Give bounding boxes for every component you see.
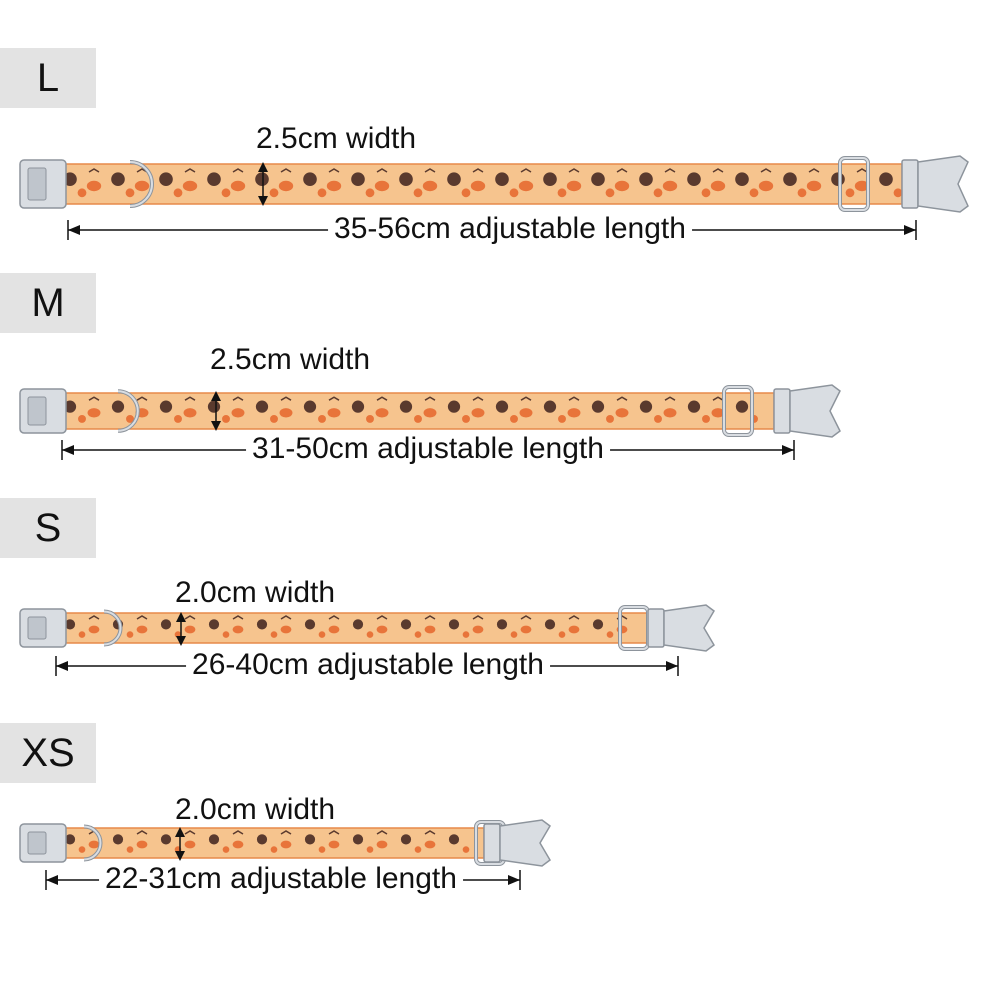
length-label-l: 35-56cm adjustable length	[328, 212, 692, 246]
collar-l	[19, 155, 969, 213]
width-label-s: 2.0cm width	[175, 576, 336, 609]
size-label-l: L	[0, 48, 96, 108]
length-dimension-s	[55, 612, 679, 676]
length-label-s: 26-40cm adjustable length	[186, 648, 550, 682]
length-label-m: 31-50cm adjustable length	[246, 432, 610, 466]
collar-s	[19, 604, 715, 652]
size-label-xs: XS	[0, 723, 96, 783]
size-label-s: S	[0, 498, 96, 558]
size-label-m: M	[0, 273, 96, 333]
length-dimension-xs	[45, 827, 521, 890]
width-label-m: 2.5cm width	[210, 343, 371, 376]
length-label-xs: 22-31cm adjustable length	[99, 862, 463, 896]
collar-m	[19, 384, 841, 438]
width-label-xs: 2.0cm width	[175, 793, 336, 826]
width-label-l: 2.5cm width	[256, 122, 417, 155]
collar-xs	[19, 819, 551, 867]
